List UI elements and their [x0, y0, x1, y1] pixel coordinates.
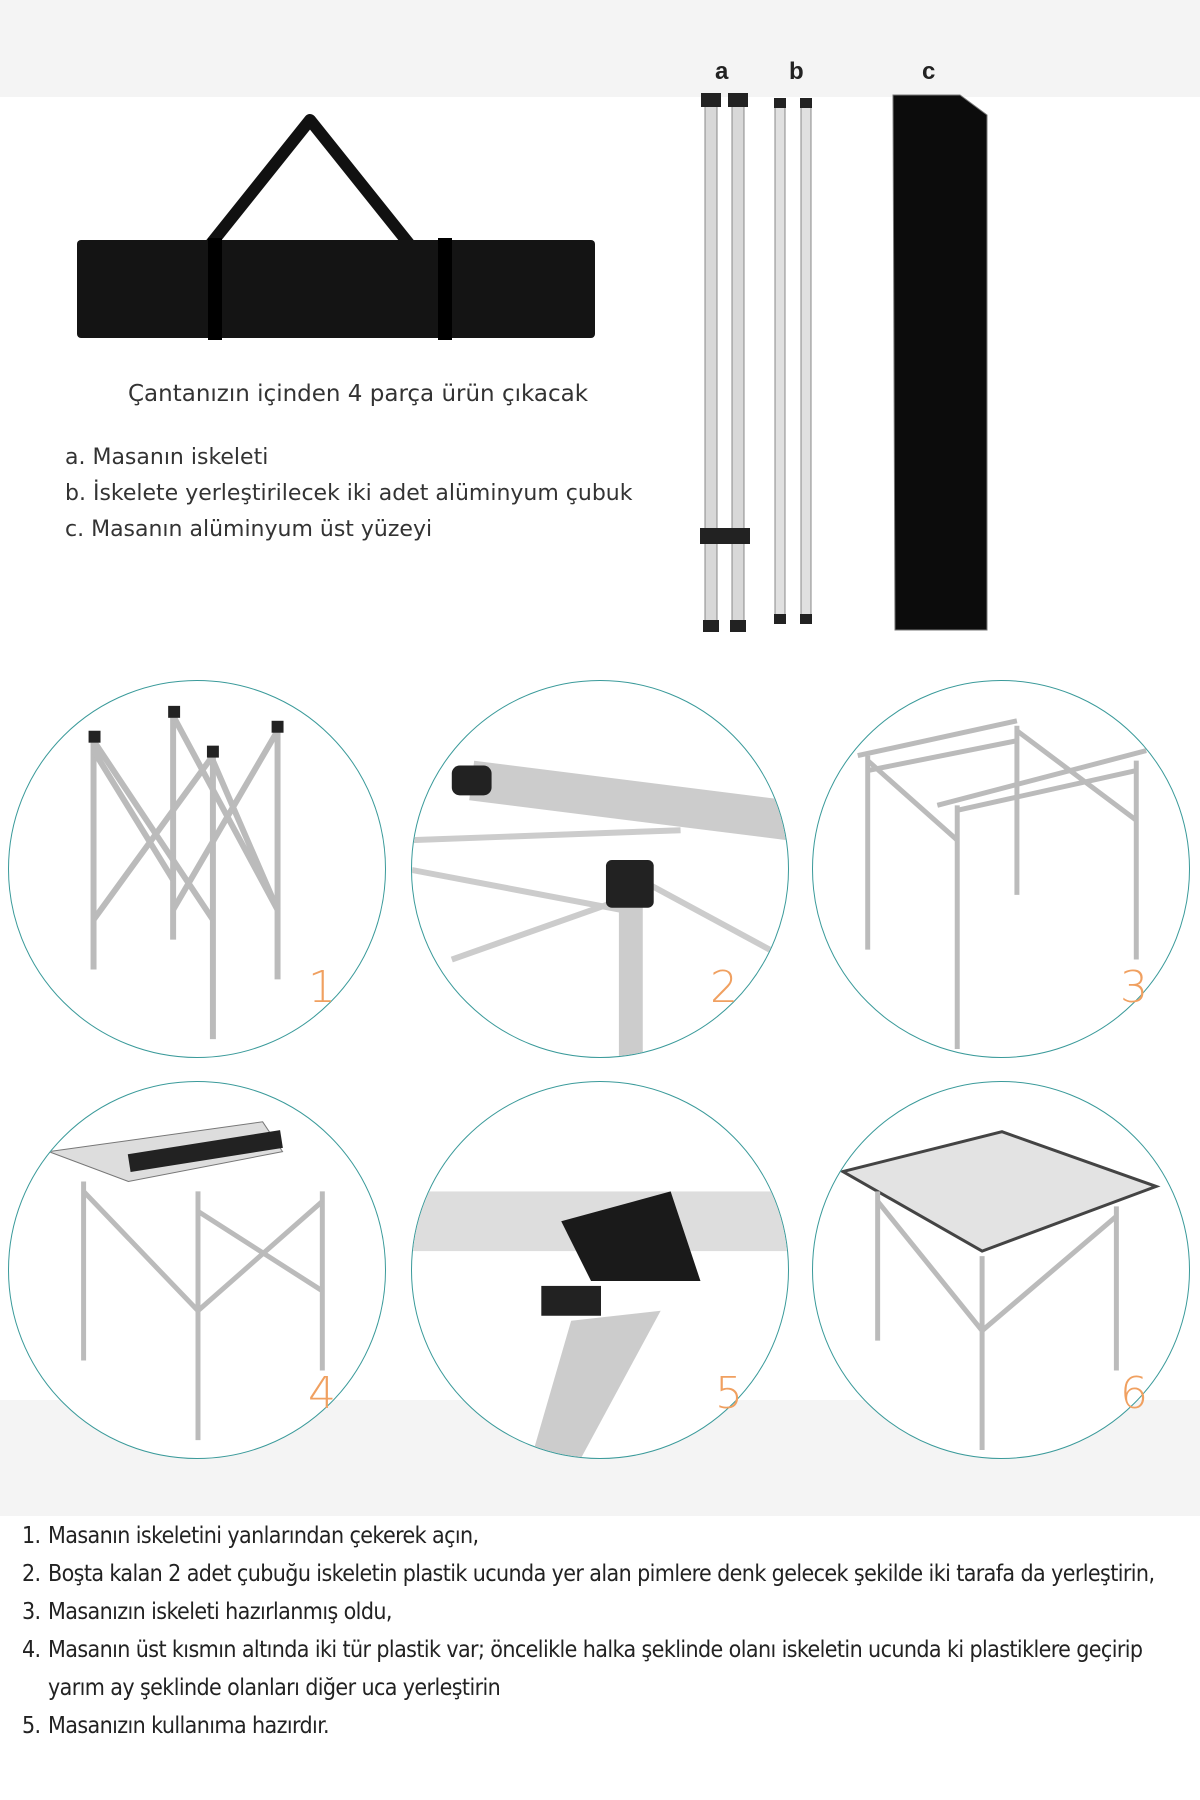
step-1-image — [8, 680, 386, 1058]
step-3-image — [812, 680, 1190, 1058]
step-number-5: 5 — [715, 1368, 743, 1419]
step-number-2: 2 — [710, 962, 738, 1013]
instruction-text: Masanın üst kısmın altında iki tür plast… — [48, 1637, 1143, 1701]
instruction-text: Masanızın iskeleti hazırlanmış oldu, — [48, 1599, 392, 1625]
instruction-text: Masanın iskeletini yanlarından çekerek a… — [48, 1523, 479, 1549]
label-a: a — [715, 58, 729, 85]
step-5-image — [411, 1081, 789, 1459]
contents-caption: Çantanızın içinden 4 parça ürün çıkacak — [128, 381, 589, 407]
label-b: b — [789, 58, 804, 85]
instruction-number: 4. — [22, 1637, 41, 1663]
instruction-text: Boşta kalan 2 adet çubuğu iskeletin plas… — [48, 1561, 1155, 1587]
label-c: c — [922, 58, 936, 85]
instruction-item: 3. Masanızın iskeleti hazırlanmış oldu, — [22, 1593, 1192, 1631]
step-number-4: 4 — [308, 1368, 336, 1419]
step-2-image — [411, 680, 789, 1058]
part-a: a. Masanın iskeleti — [65, 445, 269, 470]
instruction-item: 1. Masanın iskeletini yanlarından çekerek… — [22, 1517, 1192, 1555]
parts-list: a. Masanın iskeleti b. İskelete yerleşti… — [65, 445, 632, 553]
part-b: b. İskelete yerleştirilecek iki adet alü… — [65, 481, 633, 506]
step-6-image — [812, 1081, 1190, 1459]
carry-bag-image — [77, 114, 595, 340]
step-number-3: 3 — [1120, 962, 1148, 1013]
instruction-number: 3. — [22, 1599, 41, 1625]
step-number-1: 1 — [308, 962, 336, 1013]
top-band — [0, 0, 1200, 97]
instruction-item: 4. Masanın üst kısmın altında iki tür pla… — [22, 1631, 1192, 1707]
frame-and-rods-image — [700, 93, 812, 632]
instruction-number: 2. — [22, 1561, 41, 1587]
table-top-rolled-image — [892, 94, 988, 631]
instruction-item: 2. Boşta kalan 2 adet çubuğu iskeletin pl… — [22, 1555, 1192, 1593]
step-4-image — [8, 1081, 386, 1459]
instruction-number: 5. — [22, 1713, 41, 1739]
instruction-number: 1. — [22, 1523, 41, 1549]
part-c: c. Masanın alüminyum üst yüzeyi — [65, 517, 433, 542]
instruction-text: Masanızın kullanıma hazırdır. — [48, 1713, 330, 1739]
instructions-list: 1. Masanın iskeletini yanlarından çekerek… — [22, 1517, 1192, 1745]
step-number-6: 6 — [1120, 1368, 1148, 1419]
instruction-item: 5. Masanızın kullanıma hazırdır. — [22, 1707, 1192, 1745]
